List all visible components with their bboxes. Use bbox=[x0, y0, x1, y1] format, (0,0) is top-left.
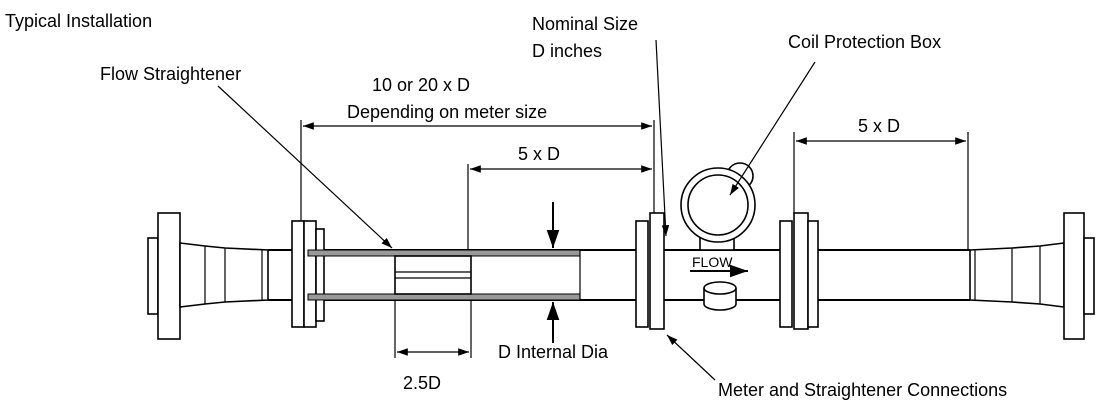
right-end-flange bbox=[1063, 212, 1095, 340]
downstream-length-dimension bbox=[793, 132, 969, 250]
leader-lines bbox=[217, 39, 816, 381]
meter-inlet-flanges bbox=[635, 212, 665, 330]
left-pipe bbox=[268, 249, 292, 301]
left-end-flange bbox=[147, 212, 181, 340]
connections-label: Meter and Straightener Connections bbox=[718, 380, 1007, 400]
straightener-length-dimension bbox=[394, 300, 472, 358]
straightener-pipe bbox=[307, 249, 636, 301]
flow-straightener-label: Flow Straightener bbox=[100, 64, 241, 84]
straightener-to-meter-label: 5 x D bbox=[518, 144, 560, 164]
coil-box-label: Coil Protection Box bbox=[788, 32, 941, 52]
downstream-pipe bbox=[818, 249, 970, 301]
diagram-title: Typical Installation bbox=[5, 11, 152, 31]
flow-label: FLOW bbox=[692, 254, 733, 270]
right-reducer bbox=[969, 242, 1065, 308]
meter-outlet-flanges bbox=[779, 212, 819, 330]
upstream-length-label-1: 10 or 20 x D bbox=[372, 75, 470, 95]
straightener-inlet-flanges bbox=[291, 220, 325, 328]
straightener-vanes bbox=[394, 255, 472, 295]
straightener-length-label: 2.5D bbox=[403, 373, 441, 393]
nominal-size-label-2: D inches bbox=[532, 41, 602, 61]
internal-dia-label: D Internal Dia bbox=[498, 342, 609, 362]
straightener-to-meter-dimension bbox=[467, 164, 652, 250]
left-reducer bbox=[179, 242, 269, 308]
downstream-length-label: 5 x D bbox=[858, 116, 900, 136]
upstream-length-dimension bbox=[300, 120, 655, 221]
upstream-length-label-2: Depending on meter size bbox=[347, 102, 547, 122]
terminal-cylinder bbox=[703, 281, 737, 311]
coil-protection-box bbox=[680, 162, 756, 251]
nominal-size-label-1: Nominal Size bbox=[532, 14, 638, 34]
